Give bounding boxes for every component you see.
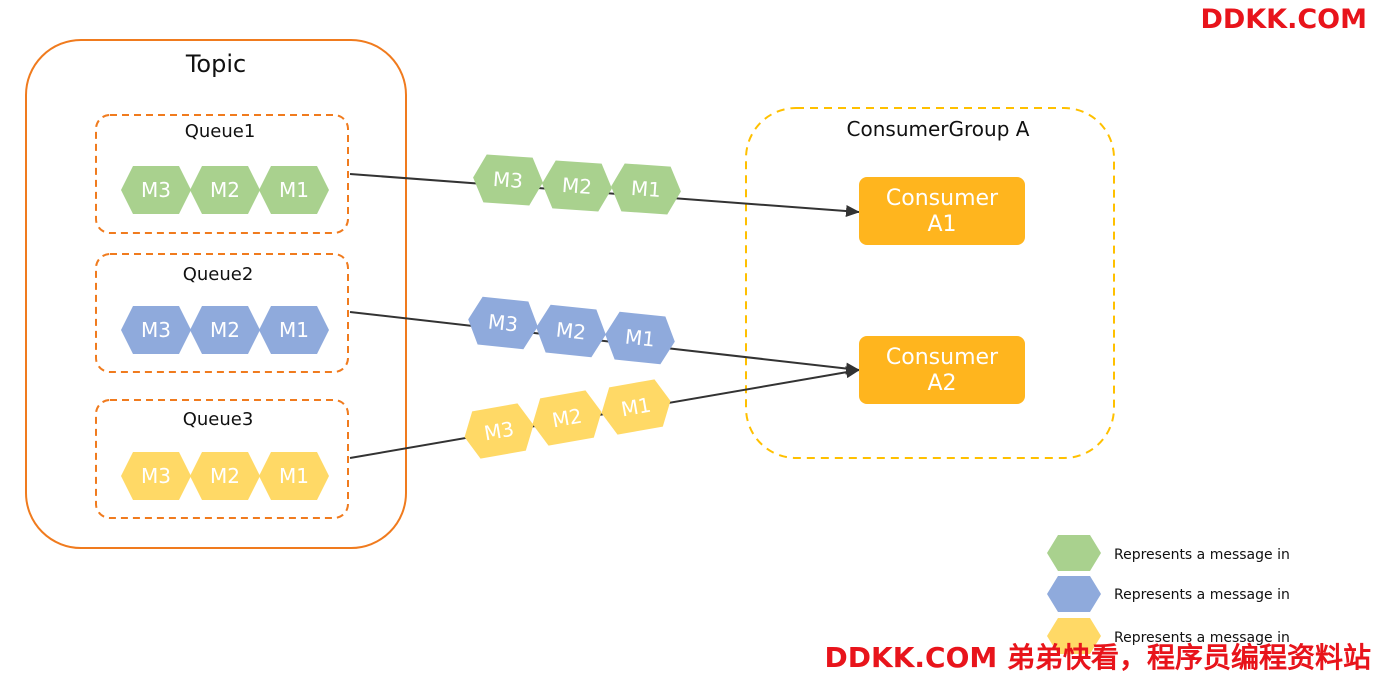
hexagon-shape — [190, 452, 260, 500]
hexagon-shape — [259, 306, 329, 354]
hexagon-icon — [1047, 618, 1101, 654]
consumer-label-line1: Consumer — [886, 186, 999, 211]
queue-message-hexagon: M2 — [190, 166, 260, 214]
hexagon-shape — [601, 379, 671, 435]
in-flight-message-hexagon: M3 — [464, 403, 534, 459]
message-label: M3 — [487, 309, 519, 336]
message-label: M2 — [210, 464, 240, 488]
hexagon-icon — [1047, 535, 1101, 571]
hexagon-shape — [605, 311, 675, 365]
consumer-group-container — [745, 107, 1115, 459]
hexagon-shape — [532, 390, 602, 446]
queue-box-2: Queue2 — [95, 253, 349, 373]
in-flight-message-hexagon: M2 — [536, 304, 606, 358]
message-label: M1 — [624, 324, 656, 351]
hexagon-shape — [121, 166, 191, 214]
message-label: M1 — [279, 318, 309, 342]
queue-message-hexagon: M1 — [259, 166, 329, 214]
message-label: M3 — [141, 178, 171, 202]
consumer-a1: Consumer A1 — [859, 177, 1025, 245]
hexagon-shape — [121, 306, 191, 354]
in-flight-message-hexagon: M1 — [605, 311, 675, 365]
message-label: M1 — [279, 178, 309, 202]
message-label: M3 — [141, 464, 171, 488]
queue-message-hexagon: M1 — [259, 306, 329, 354]
legend: Represents a message in Represents a mes… — [1047, 535, 1290, 654]
message-label: M2 — [550, 404, 584, 433]
consumer-group-title: ConsumerGroup A — [847, 117, 1030, 141]
legend-item: Represents a message in — [1047, 535, 1290, 571]
queue-label: Queue3 — [183, 409, 254, 430]
message-label: M2 — [561, 173, 593, 199]
consumer-a2: Consumer A2 — [859, 336, 1025, 404]
in-flight-message-hexagon: M2 — [532, 390, 602, 446]
watermark-top: DDKK.COM — [1200, 4, 1367, 35]
topic-title: Topic — [185, 50, 246, 78]
message-label: M1 — [630, 176, 662, 202]
watermark-bottom: DDKK.COM 弟弟快看，程序员编程资料站 — [824, 641, 1371, 674]
hexagon-shape — [611, 163, 681, 215]
message-label: M2 — [555, 317, 587, 344]
hexagon-shape — [121, 452, 191, 500]
message-label: M3 — [141, 318, 171, 342]
legend-item: Represents a message in — [1047, 576, 1290, 612]
legend-text: Represents a message in — [1114, 630, 1290, 646]
in-flight-message-hexagon: M2 — [542, 160, 612, 212]
in-flight-message-hexagon: M1 — [601, 379, 671, 435]
arrow-queue2-to-a2 — [349, 311, 860, 375]
queue-label: Queue2 — [183, 264, 254, 285]
queue-box-3: Queue3 — [95, 399, 349, 519]
legend-text: Represents a message in — [1114, 587, 1290, 603]
hexagon-shape — [259, 166, 329, 214]
message-label: M1 — [619, 393, 653, 422]
hexagon-shape — [473, 154, 543, 206]
in-flight-message-hexagon: M1 — [611, 163, 681, 215]
hexagon-shape — [190, 306, 260, 354]
message-label: M2 — [210, 318, 240, 342]
message-label: M1 — [279, 464, 309, 488]
topic-container — [25, 39, 407, 549]
consumer-label-line2: A2 — [927, 371, 956, 396]
queue-message-hexagon: M3 — [121, 166, 191, 214]
queue-message-hexagon: M2 — [190, 452, 260, 500]
hexagon-shape — [542, 160, 612, 212]
in-flight-message-hexagon: M3 — [468, 296, 538, 350]
queue-message-hexagon: M3 — [121, 452, 191, 500]
legend-text: Represents a message in — [1114, 547, 1290, 563]
queue-message-hexagon: M3 — [121, 306, 191, 354]
consumer-label-line1: Consumer — [886, 345, 999, 370]
message-label: M2 — [210, 178, 240, 202]
hexagon-shape — [468, 296, 538, 350]
message-label: M3 — [492, 167, 524, 193]
queue-message-hexagon: M1 — [259, 452, 329, 500]
hexagon-shape — [259, 452, 329, 500]
message-label: M3 — [482, 417, 516, 446]
legend-item: Represents a message in — [1047, 618, 1290, 654]
hexagon-shape — [536, 304, 606, 358]
queue-box-1: Queue1 — [95, 114, 349, 234]
queue-message-hexagon: M2 — [190, 306, 260, 354]
queue-label: Queue1 — [185, 121, 256, 142]
hexagon-shape — [190, 166, 260, 214]
hexagon-icon — [1047, 576, 1101, 612]
in-flight-message-hexagon: M3 — [473, 154, 543, 206]
hexagon-shape — [464, 403, 534, 459]
consumer-label-line2: A1 — [927, 212, 956, 237]
